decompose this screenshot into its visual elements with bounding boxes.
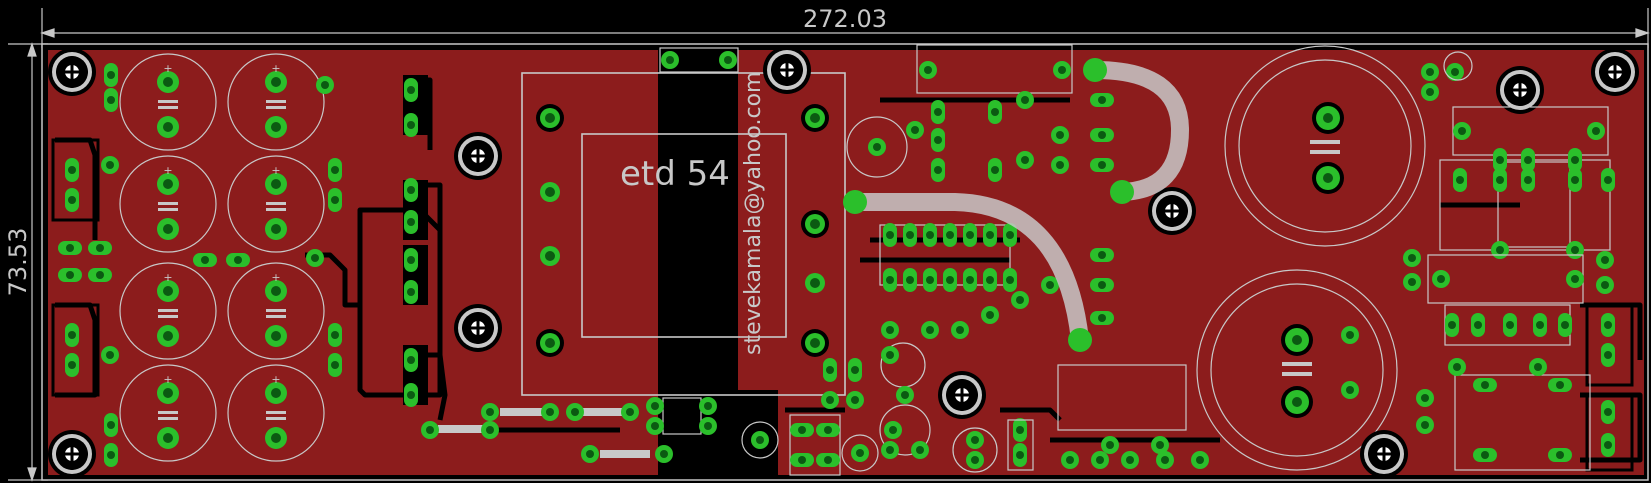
output-section — [1341, 51, 1634, 472]
input-connectors — [51, 138, 100, 397]
ic-8pin — [646, 397, 717, 435]
transformer-outline — [521, 72, 846, 396]
transformer-label: etd 54 — [620, 154, 730, 194]
email-silkscreen: stevekamala@yahoo.com — [741, 72, 766, 355]
dimension-width — [40, 8, 1650, 48]
transformer-pads — [536, 104, 829, 357]
board-width-label: 272.03 — [803, 5, 887, 33]
rectifier-column — [403, 75, 428, 407]
inductor-wire — [846, 61, 1190, 349]
board-height-label: 73.53 — [4, 228, 32, 297]
top-capacitor — [659, 47, 739, 73]
control-section — [741, 44, 1209, 476]
bottom-diodes — [421, 403, 673, 463]
dimension-height — [8, 42, 48, 482]
large-capacitors — [1196, 45, 1426, 471]
